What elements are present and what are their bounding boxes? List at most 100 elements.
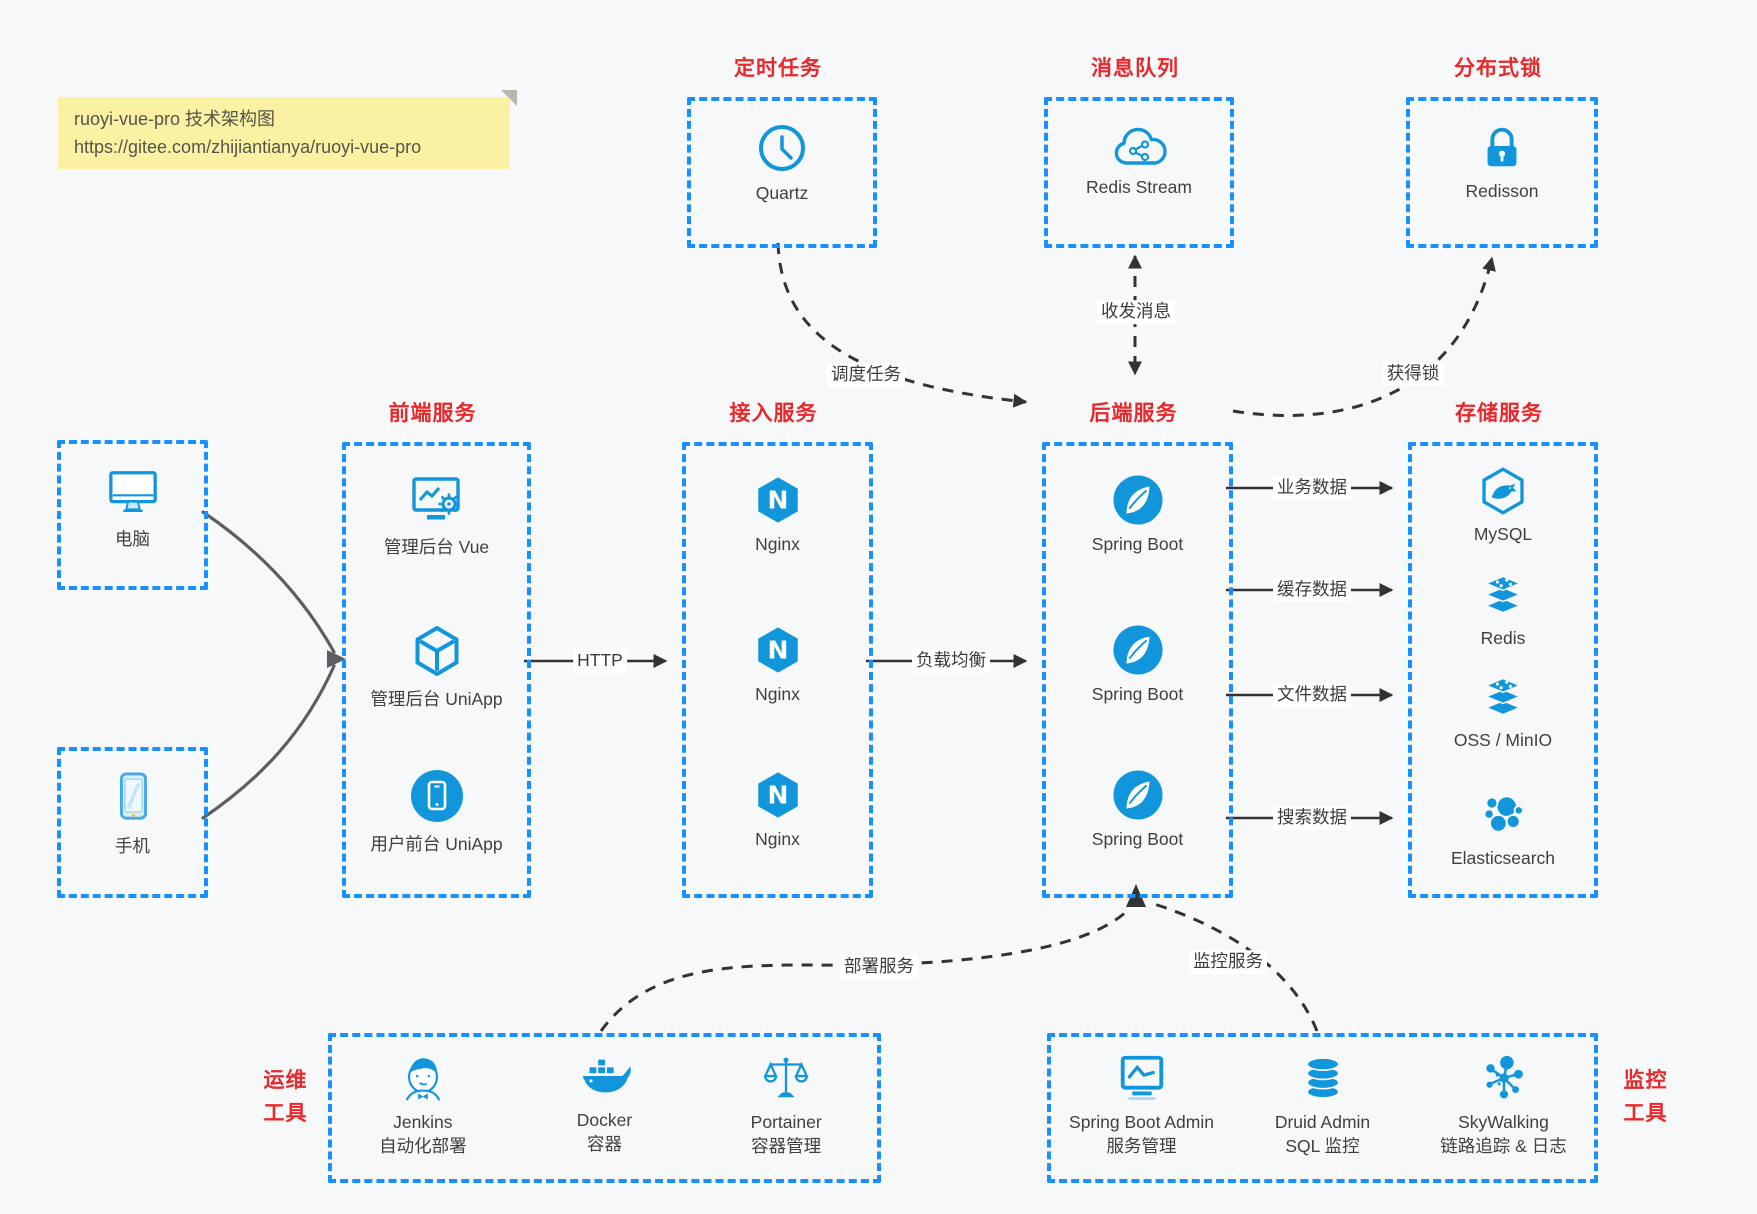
- svg-text:N: N: [767, 486, 788, 515]
- svg-text:N: N: [767, 781, 788, 810]
- edge-label-file-data: 文件数据: [1273, 683, 1351, 707]
- edge-monitor-service: [1147, 900, 1319, 1032]
- edge-schedule-task: [776, 242, 1028, 408]
- elasticsearch-icon: [1483, 795, 1524, 833]
- node-label-quartz: Quartz: [755, 183, 809, 203]
- group-title-ops-tools: 运维 工具: [248, 1065, 323, 1130]
- edge-label-acquire-lock: 获得锁: [1382, 362, 1444, 386]
- monitor-node-druid: Druid Admin SQL 监控: [1232, 1052, 1413, 1158]
- springboot-admin-icon: [1120, 1055, 1163, 1100]
- node-sublabel-skywalking: 链路追踪 & 日志: [1440, 1135, 1567, 1156]
- note-title: ruoyi-vue-pro 技术架构图: [74, 109, 276, 129]
- ops-node-portainer: Portainer 容器管理: [695, 1052, 877, 1158]
- user-uniapp-icon: [410, 770, 463, 822]
- springboot-icon: [1112, 770, 1163, 820]
- node-label-phone: 手机: [115, 836, 150, 856]
- group-title-monitor-tools: 监控 工具: [1608, 1065, 1683, 1130]
- note-fold-corner: [501, 90, 517, 106]
- frontend-box: 管理后台 Vue 管理后台 UniApp 用户前台 UniApp: [342, 442, 531, 898]
- nginx-icon: N: [757, 772, 798, 818]
- edge-client-phone: [201, 664, 336, 820]
- group-title-message-queue: 消息队列: [1091, 57, 1179, 80]
- admin-vue-icon: [411, 477, 460, 520]
- node-label-springboot-admin: Spring Boot Admin: [1069, 1112, 1214, 1132]
- sticky-note: ruoyi-vue-pro 技术架构图 https://gitee.com/zh…: [58, 90, 517, 169]
- gear-icon: [437, 493, 460, 515]
- ops-node-jenkins: Jenkins 自动化部署: [332, 1052, 514, 1158]
- node-label-nginx-2: Nginx: [755, 684, 800, 704]
- note-url: https://gitee.com/zhijiantianya/ruoyi-vu…: [74, 136, 422, 157]
- node-label-nginx-1: Nginx: [755, 534, 800, 554]
- edge-label-http: HTTP: [573, 649, 627, 673]
- node-label-mysql: MySQL: [1473, 524, 1533, 544]
- node-sublabel-jenkins: 自动化部署: [379, 1135, 467, 1156]
- group-title-access: 接入服务: [729, 402, 818, 425]
- edge-label-deploy-service: 部署服务: [840, 955, 918, 979]
- edge-label-monitor-service: 监控服务: [1189, 950, 1267, 974]
- druid-database-icon: [1305, 1057, 1340, 1099]
- edge-label-send-receive-message: 收发消息: [1097, 300, 1175, 324]
- node-label-oss-minio: OSS / MinIO: [1453, 730, 1553, 750]
- portainer-icon: [763, 1057, 809, 1098]
- distributed-lock-box: Redisson: [1406, 97, 1598, 248]
- node-label-redis-stream: Redis Stream: [1085, 177, 1192, 197]
- computer-icon: [108, 471, 157, 513]
- node-label-skywalking: SkyWalking: [1458, 1112, 1549, 1132]
- node-label-springboot-3: Spring Boot: [1091, 829, 1184, 849]
- edge-acquire-lock: [1232, 256, 1496, 417]
- edge-label-business-data: 业务数据: [1273, 476, 1351, 500]
- node-sublabel-springboot-admin: 服务管理: [1106, 1135, 1177, 1156]
- node-label-admin-vue: 管理后台 Vue: [383, 537, 490, 557]
- node-label-redis: Redis: [1480, 628, 1526, 648]
- node-label-admin-uniapp: 管理后台 UniApp: [370, 689, 503, 709]
- monitor-title-line1: 监控: [1623, 1069, 1668, 1092]
- svg-text:N: N: [767, 636, 788, 665]
- ops-title-line1: 运维: [263, 1069, 308, 1092]
- node-sublabel-portainer: 容器管理: [751, 1135, 822, 1156]
- monitor-title-line2: 工具: [1623, 1101, 1668, 1125]
- group-title-scheduled-job: 定时任务: [734, 57, 822, 80]
- backend-box: Spring Boot Spring Boot Spring Boot: [1042, 442, 1233, 898]
- group-title-storage: 存储服务: [1455, 402, 1543, 425]
- oss-stack-icon: [1484, 677, 1522, 716]
- uniapp-cube-icon: [415, 626, 458, 676]
- storage-box: MySQL Redis: [1408, 442, 1598, 898]
- nginx-icon: N: [757, 477, 798, 523]
- edge-label-schedule-task: 调度任务: [827, 363, 905, 387]
- lock-icon: [1487, 127, 1517, 167]
- nginx-icon: N: [757, 627, 798, 673]
- ops-title-line2: 工具: [263, 1101, 308, 1125]
- node-sublabel-druid: SQL 监控: [1285, 1135, 1360, 1156]
- group-title-frontend: 前端服务: [388, 402, 477, 425]
- scheduled-job-box: Quartz: [687, 97, 877, 248]
- springboot-icon: [1112, 475, 1163, 525]
- node-sublabel-docker: 容器: [587, 1133, 622, 1154]
- node-label-druid: Druid Admin: [1274, 1112, 1371, 1132]
- ops-tools-box: Jenkins 自动化部署 Docker 容器: [328, 1033, 881, 1183]
- redis-stack-icon: [1484, 575, 1522, 614]
- phone-icon: [119, 772, 147, 820]
- access-box: N Nginx N Nginx N Nginx: [682, 442, 873, 898]
- monitor-node-sba: Spring Boot Admin 服务管理: [1051, 1052, 1232, 1158]
- node-label-elasticsearch: Elasticsearch: [1450, 848, 1556, 868]
- ops-node-docker: Docker 容器: [514, 1052, 696, 1156]
- node-label-nginx-3: Nginx: [755, 829, 800, 849]
- node-label-user-uniapp: 用户前台 UniApp: [370, 834, 503, 854]
- node-label-redisson: Redisson: [1465, 181, 1539, 201]
- docker-icon: [582, 1059, 631, 1093]
- node-label-springboot-2: Spring Boot: [1091, 684, 1184, 704]
- node-label-docker: Docker: [576, 1110, 633, 1130]
- client-arrowhead: [327, 650, 346, 668]
- node-label-jenkins: Jenkins: [393, 1112, 453, 1132]
- client-phone-box: 手机: [57, 747, 208, 898]
- mysql-icon: [1482, 467, 1524, 515]
- edge-label-search-data: 搜索数据: [1273, 806, 1351, 830]
- clock-icon: [759, 125, 805, 171]
- client-pc-box: 电脑: [57, 440, 208, 590]
- edge-client-pc: [201, 510, 336, 654]
- skywalking-icon: [1485, 1055, 1523, 1099]
- monitor-node-skywalking: SkyWalking 链路追踪 & 日志: [1413, 1052, 1594, 1158]
- node-label-springboot-1: Spring Boot: [1091, 534, 1184, 554]
- node-label-pc: 电脑: [115, 529, 150, 549]
